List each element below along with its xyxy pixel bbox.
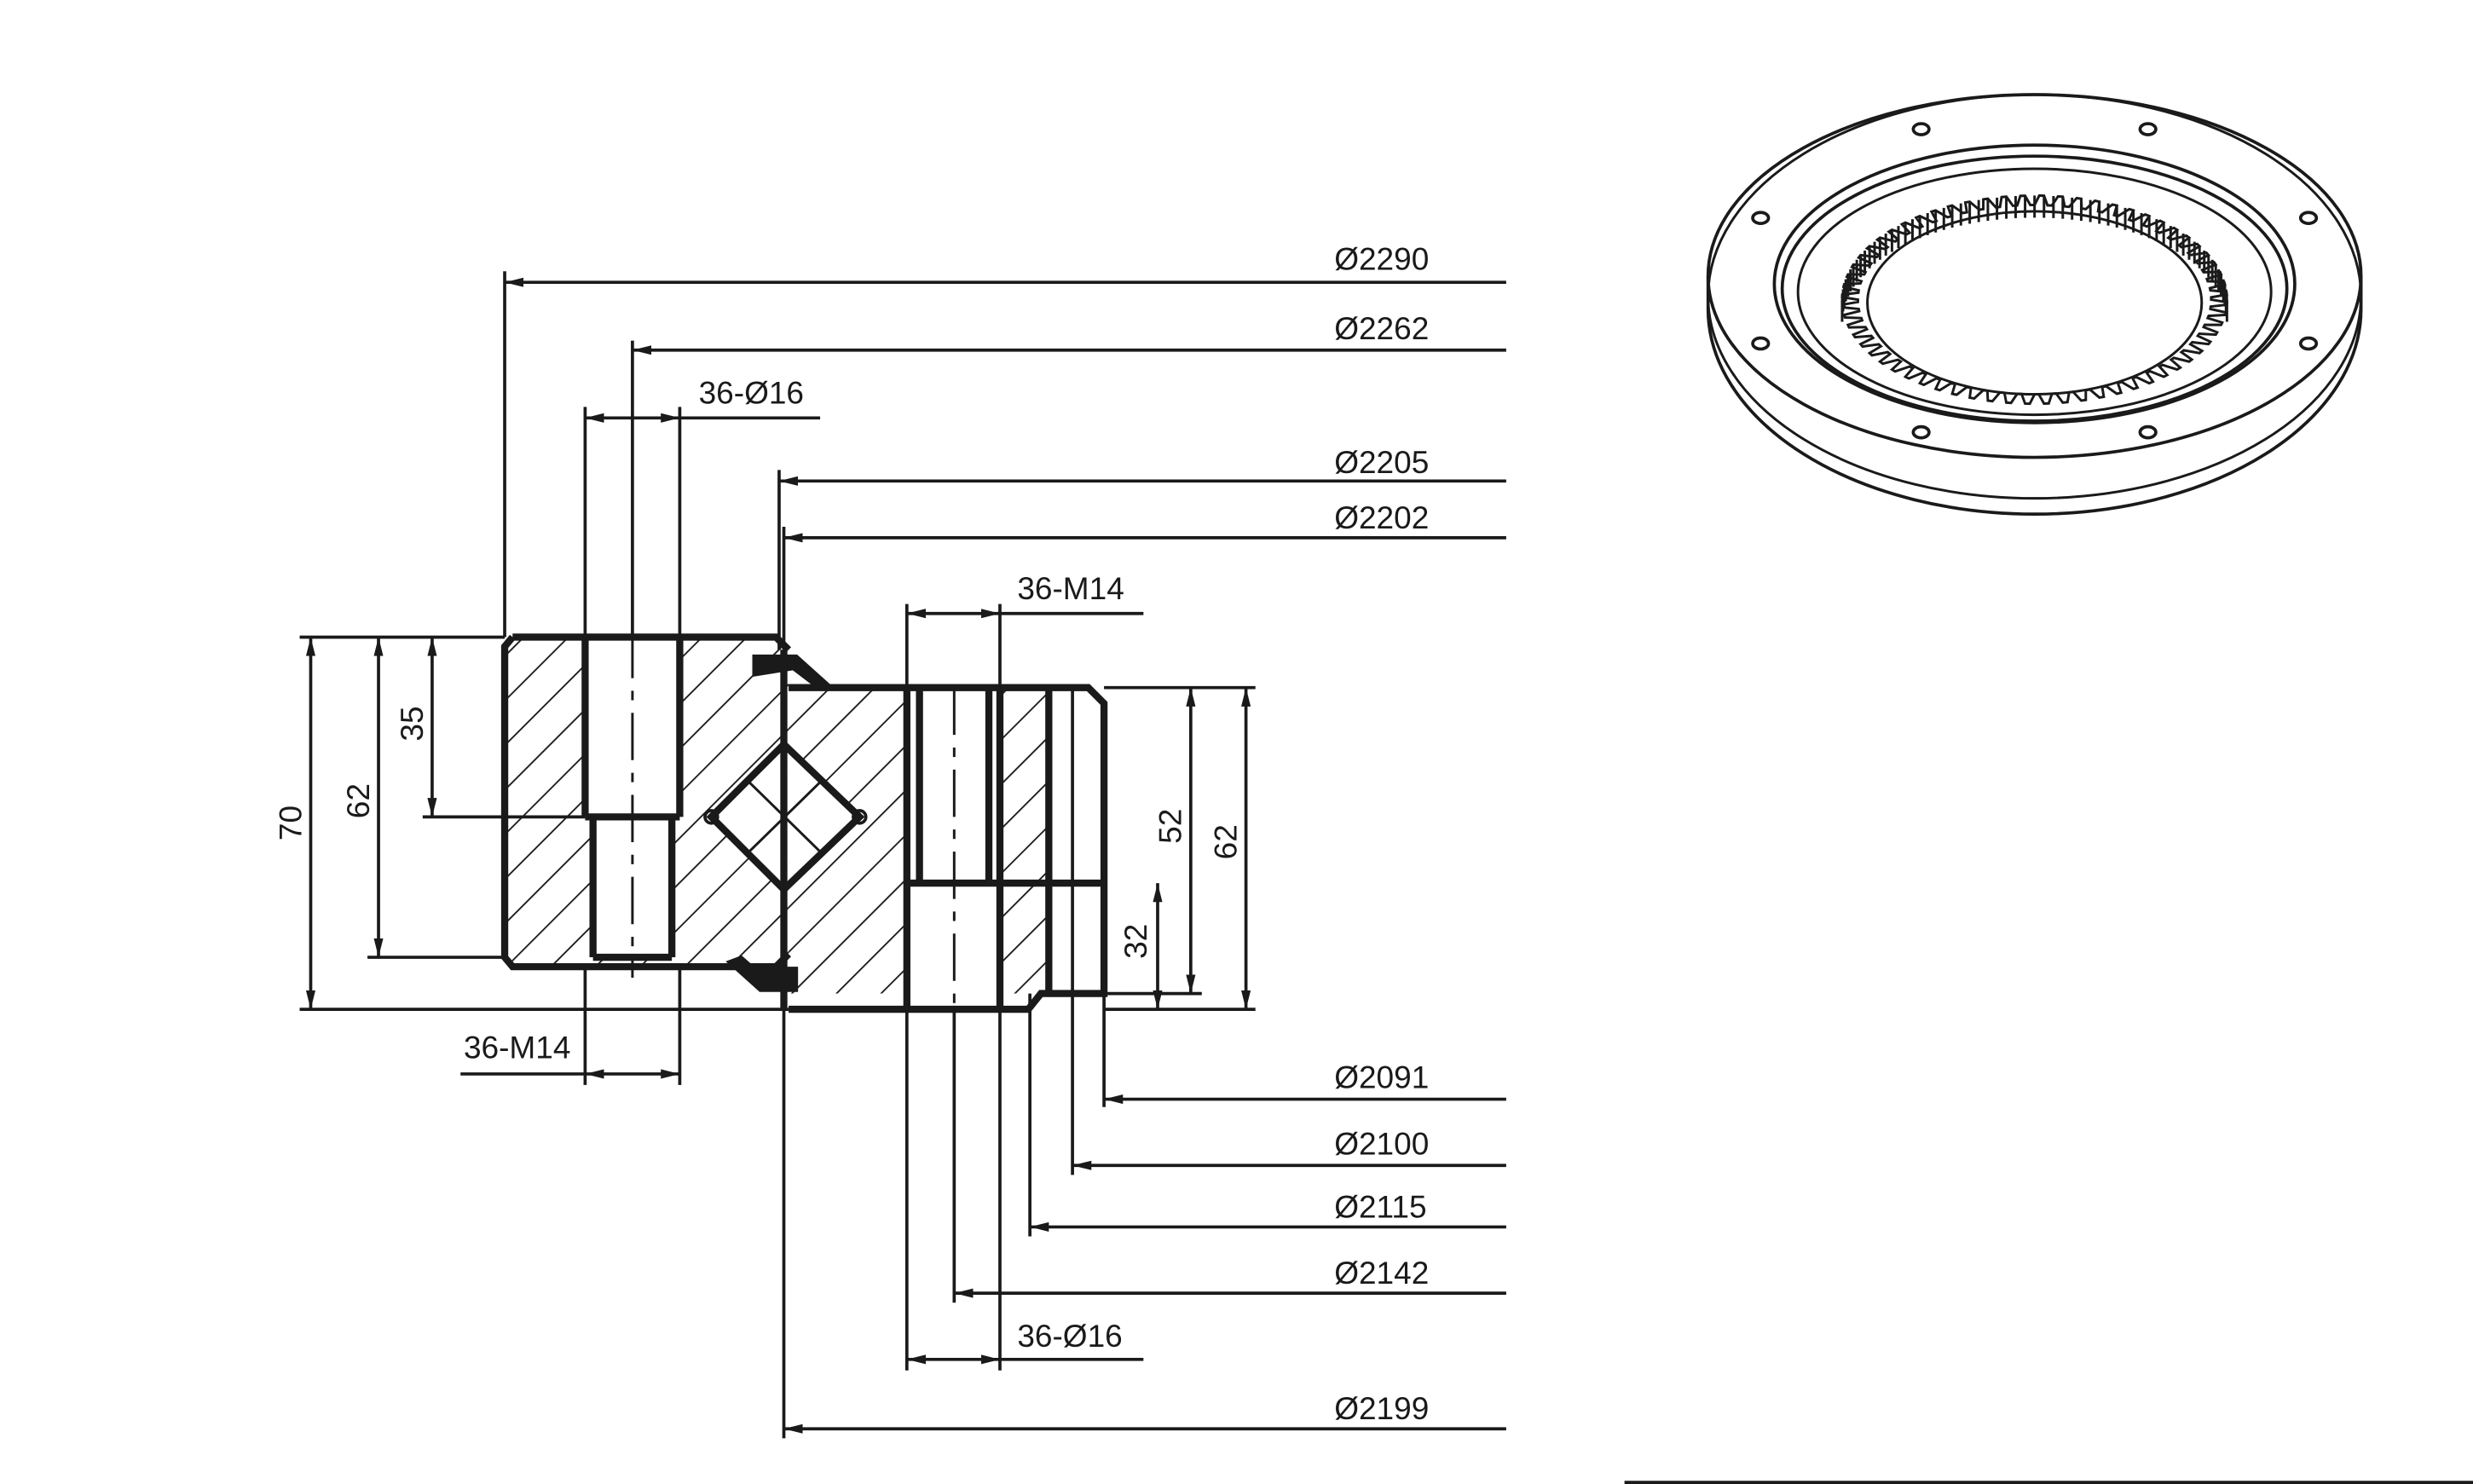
- label-d2091: Ø2091: [1334, 1060, 1429, 1095]
- mounting-hole: [1911, 122, 1931, 136]
- dimension-lines-height: [299, 635, 1256, 1011]
- label-holes-bottom: 36-Ø16: [1017, 1319, 1122, 1354]
- label-h62-right: 62: [1209, 824, 1244, 859]
- label-holes-top: 36-Ø16: [699, 376, 804, 411]
- mounting-holes: [1751, 122, 2319, 440]
- label-thread-left: 36-M14: [464, 1030, 570, 1065]
- roller-element: [703, 739, 868, 895]
- label-h70: 70: [273, 806, 308, 840]
- label-h52: 52: [1153, 809, 1188, 844]
- mounting-hole: [2298, 211, 2319, 226]
- dimension-lines-bottom: [460, 967, 1506, 1439]
- label-d2262: Ø2262: [1334, 311, 1429, 346]
- label-thread-right: 36-M14: [1017, 571, 1124, 606]
- label-d2199: Ø2199: [1334, 1391, 1429, 1426]
- label-d2205: Ø2205: [1334, 445, 1429, 480]
- seal-top: [752, 654, 831, 691]
- mounting-hole: [2298, 336, 2319, 351]
- label-d2202: Ø2202: [1334, 500, 1429, 535]
- mounting-hole: [1751, 336, 1771, 351]
- isometric-view: [1706, 93, 2363, 517]
- label-d2100: Ø2100: [1334, 1126, 1429, 1161]
- label-d2290: Ø2290: [1334, 241, 1429, 276]
- dimension-labels: Ø2290 Ø2262 36-Ø16 Ø2205 Ø2202 36-M14 70…: [273, 241, 1429, 1426]
- seal-bottom: [725, 955, 799, 992]
- gear-teeth-profile: [1840, 193, 2228, 406]
- dimension-lines-top: [503, 271, 1506, 688]
- internal-gear-teeth: [1840, 193, 2228, 406]
- label-h62-left: 62: [341, 783, 376, 818]
- mounting-hole: [2138, 424, 2158, 440]
- label-d2142: Ø2142: [1334, 1256, 1429, 1291]
- mounting-hole: [1911, 424, 1931, 440]
- mounting-hole: [2138, 122, 2158, 136]
- cross-section: [500, 631, 1108, 1013]
- label-d2115: Ø2115: [1334, 1189, 1426, 1224]
- label-h35: 35: [395, 706, 430, 741]
- gear-teeth-faces: [1840, 195, 2228, 322]
- mounting-hole: [1751, 211, 1771, 226]
- label-h32: 32: [1118, 924, 1153, 959]
